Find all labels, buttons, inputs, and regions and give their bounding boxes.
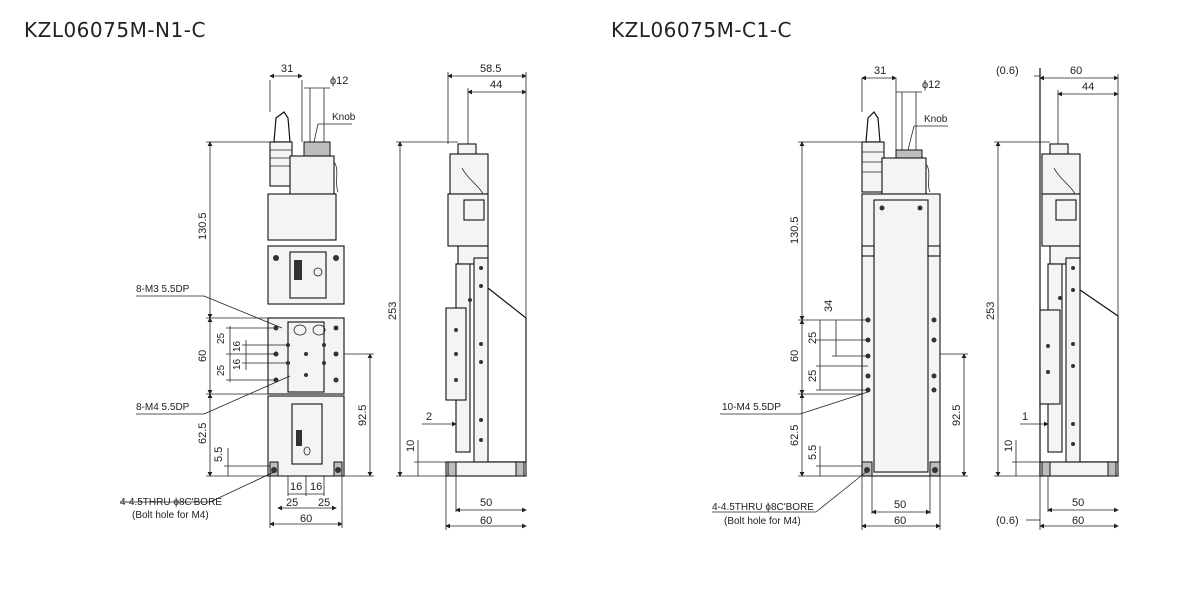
svg-text:10-M4 5.5DP: 10-M4 5.5DP [722,402,781,413]
svg-text:60: 60 [1070,65,1082,77]
c1-side-dimensions [994,74,1119,530]
c1-front-view [861,111,941,477]
svg-text:25: 25 [807,370,819,382]
svg-text:5.5: 5.5 [213,447,225,462]
svg-text:25: 25 [216,332,227,344]
svg-text:ϕ12: ϕ12 [330,75,348,87]
svg-text:62.5: 62.5 [789,425,801,446]
svg-text:50: 50 [480,497,492,509]
svg-text:4-4.5THRU ϕ8C'BORE: 4-4.5THRU ϕ8C'BORE [712,502,814,513]
svg-text:8-M4 5.5DP: 8-M4 5.5DP [136,402,190,413]
svg-text:92.5: 92.5 [951,405,963,426]
svg-text:(0.6): (0.6) [996,515,1019,527]
svg-text:25: 25 [216,364,227,376]
svg-text:1: 1 [1022,411,1028,423]
svg-text:5.5: 5.5 [807,445,819,460]
svg-text:60: 60 [789,350,801,362]
c1-side-view [1039,68,1119,477]
svg-text:50: 50 [894,499,906,511]
svg-text:130.5: 130.5 [197,212,209,240]
svg-text:ϕ12: ϕ12 [922,79,940,91]
svg-text:(0.6): (0.6) [996,65,1019,77]
svg-text:253: 253 [985,302,997,320]
svg-text:(Bolt hole for M4): (Bolt hole for M4) [132,510,209,521]
svg-text:44: 44 [1082,81,1094,93]
svg-text:10: 10 [1003,440,1015,452]
n1-front-labels: 31 ϕ12 Knob 130.5 8-M3 5.5DP 25 16 25 16… [120,63,369,525]
svg-text:34: 34 [823,300,835,312]
svg-text:31: 31 [281,63,293,75]
svg-text:60: 60 [1072,515,1084,527]
svg-text:25: 25 [807,332,819,344]
c1-side-labels: (0.6) 60 44 253 1 10 (0.6) 50 60 [985,65,1094,527]
svg-text:25: 25 [318,497,330,509]
svg-text:44: 44 [490,79,502,91]
n1-side-dimensions [396,72,527,530]
svg-text:60: 60 [894,515,906,527]
n1-front-dimensions [120,73,374,528]
svg-text:58.5: 58.5 [480,63,501,75]
svg-text:16: 16 [310,481,322,493]
model-title-c1: KZL06075M-C1-C [611,18,792,42]
svg-text:4-4.5THRU ϕ8C'BORE: 4-4.5THRU ϕ8C'BORE [120,497,222,508]
c1-front-labels: 31 ϕ12 Knob 130.5 34 25 25 60 10-M4 5.5D… [712,65,963,527]
svg-text:62.5: 62.5 [197,423,209,444]
n1-front-view [267,111,345,477]
svg-text:50: 50 [1072,497,1084,509]
c1-front-dimensions [712,75,968,530]
svg-text:2: 2 [426,411,432,423]
svg-text:60: 60 [300,513,312,525]
svg-text:16: 16 [232,358,243,370]
svg-text:60: 60 [480,515,492,527]
svg-text:31: 31 [874,65,886,77]
model-title-n1: KZL06075M-N1-C [24,18,206,42]
n1-side-view [445,143,527,477]
svg-text:8-M3 5.5DP: 8-M3 5.5DP [136,284,190,295]
svg-text:(Bolt hole for M4): (Bolt hole for M4) [724,516,801,527]
svg-text:92.5: 92.5 [357,405,369,426]
svg-text:60: 60 [197,350,209,362]
svg-text:253: 253 [387,302,399,320]
n1-side-labels: 58.5 44 253 2 10 50 60 [387,63,502,527]
svg-text:16: 16 [290,481,302,493]
svg-text:130.5: 130.5 [789,216,801,244]
svg-text:10: 10 [405,440,417,452]
svg-text:Knob: Knob [332,112,356,123]
svg-text:Knob: Knob [924,114,948,125]
svg-text:25: 25 [286,497,298,509]
svg-text:16: 16 [232,340,243,352]
